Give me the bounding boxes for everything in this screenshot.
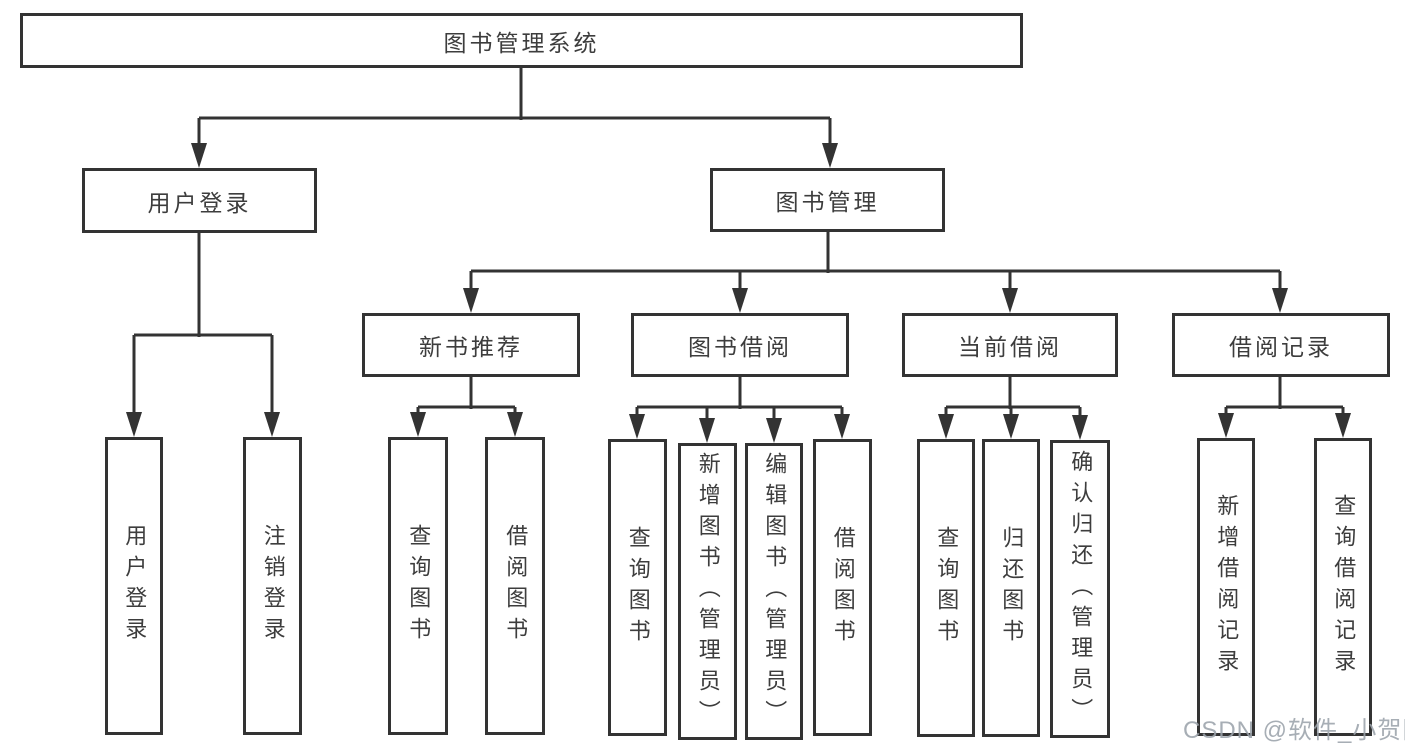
leaf-query-books-current-label: 查询图书 [934,526,960,650]
node-root-label: 图书管理系统 [443,29,600,56]
leaf-query-borrow-record: 查询借阅记录 [1314,438,1372,736]
node-new-book-recommend-label: 新书推荐 [419,334,523,360]
node-book-borrow: 图书借阅 [631,313,849,377]
node-book-management-label: 图书管理 [775,189,880,215]
node-borrow-records-label: 借阅记录 [1229,334,1333,360]
leaf-user-login-label: 用户登录 [122,524,148,648]
node-new-book-recommend: 新书推荐 [362,313,580,377]
leaf-add-borrow-record: 新增借阅记录 [1197,438,1255,736]
leaf-query-books-borrow-label: 查询图书 [625,525,651,650]
leaf-query-books-recommend: 查询图书 [388,437,448,735]
leaf-borrow-books-label: 借阅图书 [830,525,856,650]
node-user-login: 用户登录 [82,168,317,233]
leaf-query-books-recommend-label: 查询图书 [406,524,432,648]
leaf-add-books-admin-label: 新增图书（管理员） [695,452,721,731]
node-book-borrow-label: 图书借阅 [688,334,792,360]
leaf-user-login: 用户登录 [105,437,163,735]
leaf-query-borrow-record-label: 查询借阅记录 [1331,494,1357,680]
leaf-return-books: 归还图书 [982,439,1040,737]
leaf-confirm-return-admin-label: 确认归还（管理员） [1068,449,1094,729]
node-user-login-label: 用户登录 [147,189,252,216]
node-book-management: 图书管理 [710,168,945,232]
leaf-edit-books-admin-label: 编辑图书（管理员） [762,452,788,731]
node-current-borrow: 当前借阅 [902,313,1118,377]
leaf-add-borrow-record-label: 新增借阅记录 [1214,494,1240,680]
leaf-confirm-return-admin: 确认归还（管理员） [1050,440,1110,738]
leaf-edit-books-admin: 编辑图书（管理员） [745,443,803,740]
leaf-borrow-books-recommend-label: 借阅图书 [503,524,529,648]
leaf-query-books-borrow: 查询图书 [608,439,667,736]
leaf-borrow-books-recommend: 借阅图书 [485,437,545,735]
node-current-borrow-label: 当前借阅 [958,334,1062,360]
node-root: 图书管理系统 [20,13,1023,68]
leaf-logout-label: 注销登录 [260,524,286,648]
leaf-return-books-label: 归还图书 [999,526,1025,650]
node-borrow-records: 借阅记录 [1172,313,1390,377]
leaf-query-books-current: 查询图书 [917,439,975,737]
csdn-watermark: CSDN @软件_小贺同学 [1183,717,1405,744]
leaf-logout: 注销登录 [243,437,302,735]
leaf-borrow-books: 借阅图书 [813,439,872,736]
leaf-add-books-admin: 新增图书（管理员） [678,443,737,740]
